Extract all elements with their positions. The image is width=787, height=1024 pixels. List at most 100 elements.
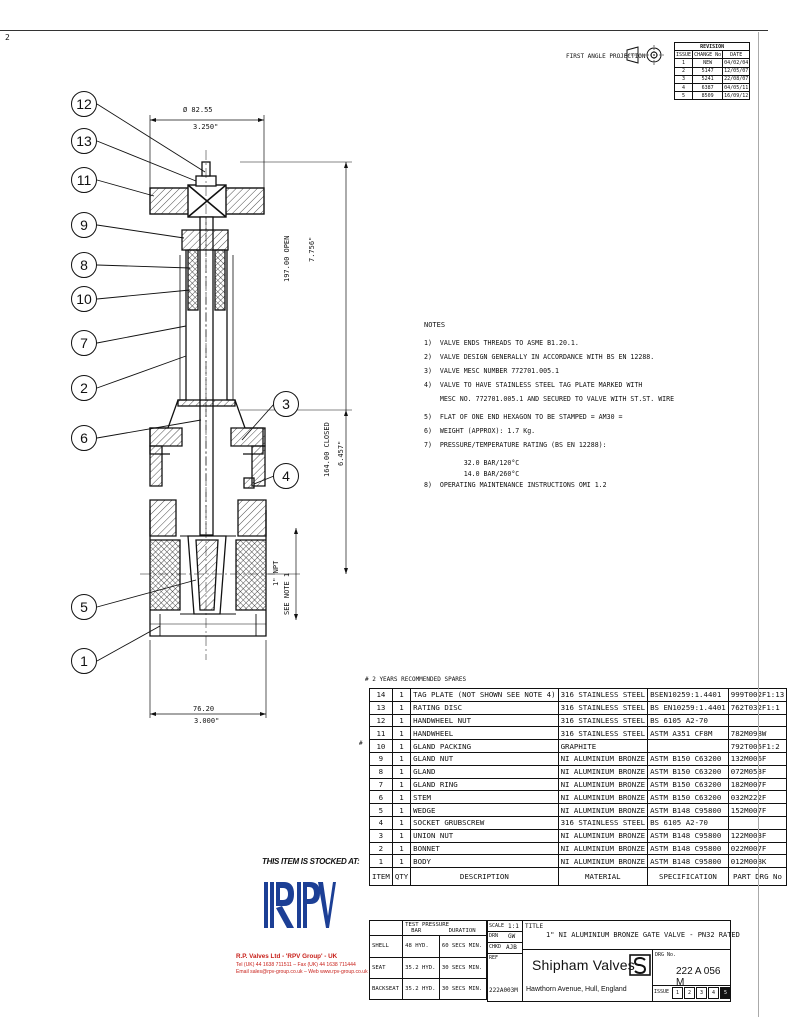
valve-section-drawing [96, 103, 352, 718]
tb-title-label: TITLE [525, 923, 544, 930]
rpv-email: Email sales@rpv-group.co.uk – Web www.rp… [236, 969, 368, 975]
revision-header: CHANGE No [692, 50, 724, 60]
balloon-4: 4 [273, 463, 299, 489]
notes-title: NOTES [424, 321, 446, 329]
page-marker: 2 [5, 33, 10, 42]
revision-header: ISSUE [673, 50, 694, 60]
parts-cell-spec: ASTM B148 C95800 [647, 854, 729, 869]
tp-cell: 35.2 HYD. [402, 956, 440, 979]
parts-cell-material: NI ALUMINIUM BRONZE [557, 854, 649, 869]
spares-note: # 2 YEARS RECOMMENDED SPARES [365, 676, 467, 683]
revision-cell: 2 [673, 66, 694, 76]
stocked-label: THIS ITEM IS STOCKED AT: [262, 857, 360, 866]
revision-cell: 22/08/07 [722, 74, 751, 84]
parts-cell-spec: ASTM A351 CF8M [647, 726, 729, 741]
tb-address: Hawthorn Avenue, Hull, England [526, 986, 627, 993]
parts-cell-qty: 1 [391, 841, 412, 856]
parts-cell-spec: ASTM B150 C63200 [647, 751, 729, 766]
parts-cell-item: 2 [369, 841, 393, 856]
parts-cell-spec: BS EN10259:1.4401 [647, 700, 729, 715]
tb-scale: 1:1 [508, 923, 519, 930]
revision-cell: 04/02/04 [722, 58, 751, 68]
notes-list: 1) VALVE ENDS THREADS TO ASME B1.20.1. 2)… [424, 339, 674, 489]
parts-cell-spec: ASTM B150 C63200 [647, 790, 729, 805]
balloon-9: 9 [71, 212, 97, 238]
parts-header-desc: DESCRIPTION [410, 867, 559, 887]
parts-cell-material: NI ALUMINIUM BRONZE [557, 751, 649, 766]
note-line: 1) VALVE ENDS THREADS TO ASME B1.20.1. [424, 339, 579, 347]
parts-cell-qty: 1 [391, 764, 412, 779]
revision-cell: 12/05/07 [722, 66, 751, 76]
dim-top-mm: Ø 82.55 [183, 106, 213, 114]
parts-cell-qty: 1 [391, 739, 412, 753]
parts-cell-item: 9 [369, 751, 393, 766]
tb-chkd: AJB [506, 944, 517, 951]
revision-cell: 5147 [692, 66, 724, 76]
parts-cell-qty: 1 [391, 751, 412, 766]
parts-cell-spec: ASTM B148 C95800 [647, 828, 729, 843]
first-angle-projection-icon [625, 45, 664, 65]
note-line: 5) FLAT OF ONE END HEXAGON TO BE STAMPED… [424, 413, 623, 421]
parts-cell-desc: GLAND RING [410, 777, 559, 792]
tb-title: 1" NI ALUMINIUM BRONZE GATE VALVE - PN32… [546, 931, 740, 939]
parts-cell-material: NI ALUMINIUM BRONZE [557, 803, 649, 817]
tp-cell: BACKSEAT [368, 977, 404, 1001]
tp-col-dur: DURATION [448, 928, 476, 935]
parts-cell-desc: HANDWHEEL NUT [410, 713, 559, 728]
parts-cell-material: 316 STAINLESS STEEL [557, 688, 649, 702]
dim-open-in: 7.756" [308, 236, 316, 262]
dim-npt-note: SEE NOTE 1 [283, 572, 291, 615]
parts-cell-item: 13 [369, 700, 393, 715]
parts-cell-qty: 1 [391, 726, 412, 741]
parts-cell-material: NI ALUMINIUM BRONZE [557, 828, 649, 843]
parts-cell-qty: 1 [391, 777, 412, 792]
dim-top-in: 3.250" [193, 123, 219, 131]
parts-cell-spec: ASTM B150 C63200 [647, 764, 729, 779]
issue-box: 1 [672, 987, 683, 999]
parts-cell-desc: BONNET [410, 841, 559, 856]
parts-list-table: 1 4 1 TAG PLATE (NOT SHOWN SEE NOTE 4)316 S… [369, 688, 787, 887]
revision-cell: 8509 [692, 91, 724, 101]
dim-bottom-in: 3.000" [194, 717, 220, 725]
note-line: 2) VALVE DESIGN GENERALLY IN ACCORDANCE … [424, 353, 655, 361]
balloon-5: 5 [71, 594, 97, 620]
tp-cell: SHELL [368, 935, 404, 958]
parts-header-qty: QTY [391, 867, 412, 887]
parts-cell-item: 12 [369, 713, 393, 728]
tb-chkd-label: CHKD [489, 944, 502, 950]
tp-title: TEST PRESSURE BAR DURATION [402, 919, 487, 937]
balloon-2: 2 [71, 375, 97, 401]
parts-cell-qty: 1 [391, 713, 412, 728]
parts-cell-material: GRAPHITE [557, 739, 649, 753]
balloon-12: 12 [71, 91, 97, 117]
balloon-1: 1 [71, 648, 97, 674]
parts-header-item: ITEM [369, 867, 393, 887]
parts-cell-spec: BS 6105 A2-70 [647, 815, 729, 830]
revision-cell: 6387 [692, 82, 724, 93]
tb-drn-label: DRN [489, 933, 499, 939]
note-line: 3) VALVE MESC NUMBER 772701.005.1 [424, 367, 559, 375]
parts-cell-spec [647, 739, 729, 753]
parts-cell-item: 8 [369, 764, 393, 779]
tp-cell: 30 SECS MIN. [438, 977, 488, 1001]
parts-cell-desc: UNION NUT [410, 828, 559, 843]
tp-title-text: TEST PRESSURE [405, 922, 449, 929]
parts-cell-desc: RATING DISC [410, 700, 559, 715]
parts-cell-spec: ASTM B150 C63200 [647, 777, 729, 792]
rpv-logo [264, 882, 336, 928]
parts-cell-desc: TAG PLATE (NOT SHOWN SEE NOTE 4) [410, 688, 559, 702]
parts-cell-item: 4 [369, 815, 393, 830]
note-line: 14.0 BAR/260°C [424, 470, 520, 478]
parts-cell-item: 10 [369, 739, 393, 753]
